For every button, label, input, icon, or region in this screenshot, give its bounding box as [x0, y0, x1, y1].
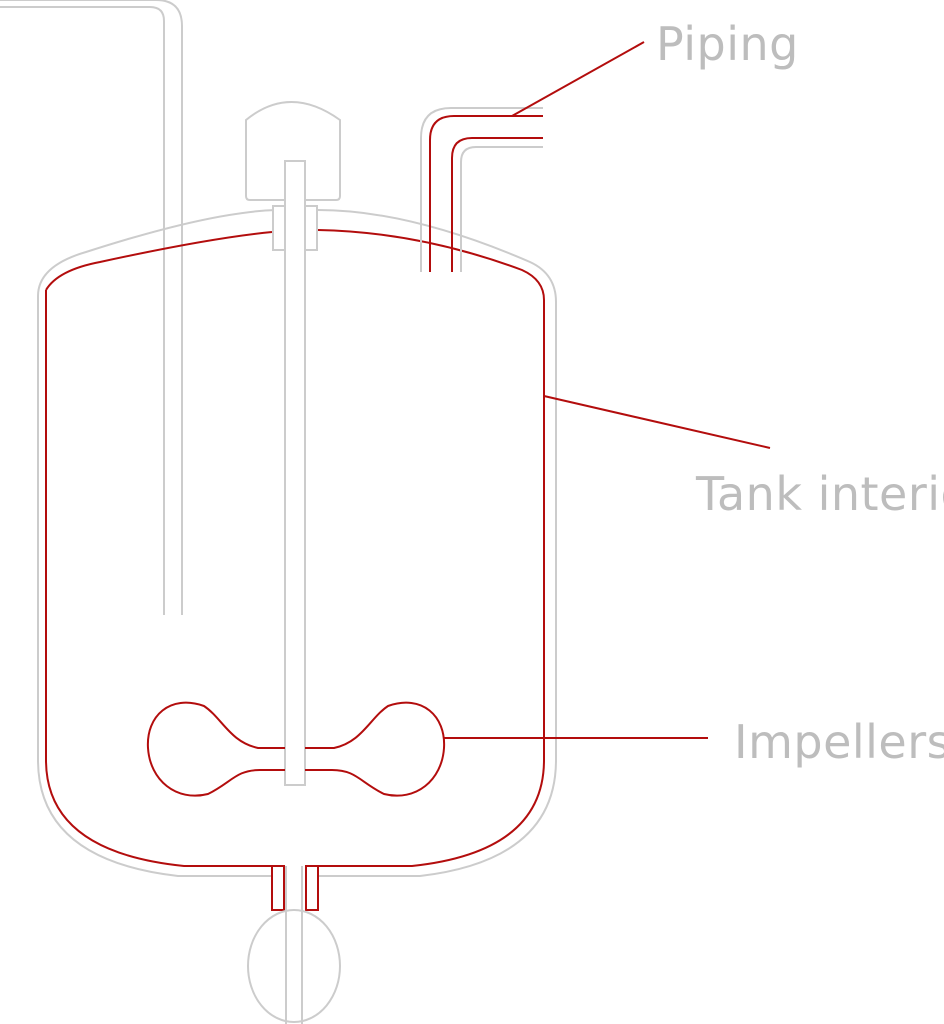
tank-outer-shell	[37, 209, 557, 877]
dip-pipe	[0, 0, 183, 615]
piping-leader-line	[511, 41, 645, 117]
agitator-shaft	[284, 160, 306, 786]
tank-interior-label: Tank interior	[695, 467, 944, 521]
tank-interior-leader-line	[543, 395, 771, 449]
piping-label: Piping	[656, 17, 799, 71]
motor-housing	[245, 101, 341, 201]
bottom-outlet	[271, 865, 319, 1024]
tank-interior-wall	[45, 229, 545, 867]
outlet-valve	[247, 909, 341, 1023]
impellers	[146, 701, 446, 797]
impellers-label: Impellers	[734, 715, 944, 769]
inlet-piping	[420, 107, 543, 272]
